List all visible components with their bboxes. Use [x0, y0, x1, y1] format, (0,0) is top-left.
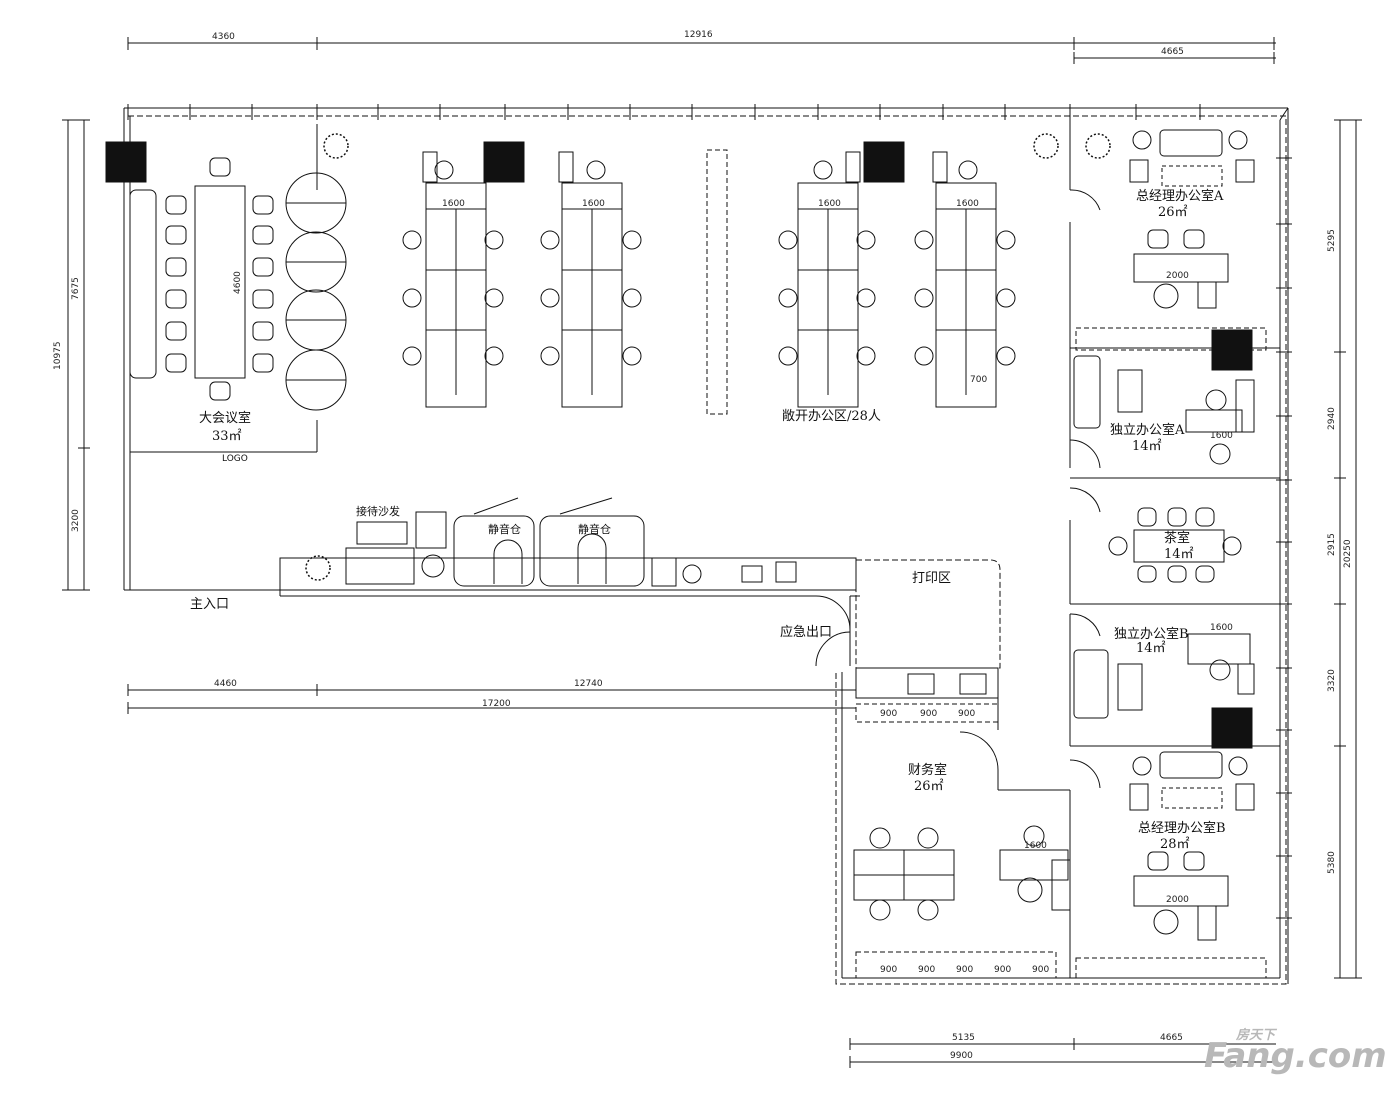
tea-room-area: 14㎡	[1164, 547, 1194, 562]
tea-room-furniture	[1108, 507, 1242, 583]
desk-label-3: 1600	[818, 199, 841, 209]
desk-label-7: 1600	[1024, 841, 1047, 851]
quiet-pod-1-label: 静音仓	[488, 523, 521, 536]
meeting-room-area: 33㎡	[212, 429, 242, 444]
meeting-room-name: 大会议室	[199, 411, 252, 426]
finance-cabinet-1: 900	[880, 965, 898, 975]
dim-right-4: 3320	[1327, 669, 1337, 692]
office-b-name: 独立办公室B	[1114, 627, 1189, 642]
watermark-logo: Fang.com	[1204, 1036, 1387, 1076]
watermark-cn: 房天下	[1236, 1028, 1276, 1043]
gm-office-a-furniture	[1129, 129, 1255, 309]
print-cabinet-3: 900	[958, 709, 976, 719]
desk-label-1: 1600	[442, 199, 465, 209]
plant-icons	[305, 133, 1111, 581]
finance-cabinet-3: 900	[956, 965, 974, 975]
emergency-exit-doors	[815, 595, 851, 667]
gm-office-a-name: 总经理办公室A	[1136, 189, 1224, 204]
left-dimension-lines	[62, 119, 90, 591]
office-b-area: 14㎡	[1136, 641, 1166, 656]
column-markers	[127, 104, 1292, 919]
gm-office-a-area: 26㎡	[1158, 205, 1188, 220]
dim-left-2: 7675	[71, 277, 81, 300]
desk-label-10: 700	[970, 375, 988, 385]
gm-office-b-name: 总经理办公室B	[1138, 821, 1226, 836]
dim-right-6: 20250	[1343, 539, 1353, 568]
outer-wall-solid	[123, 107, 1289, 984]
office-partitions	[1069, 116, 1280, 978]
dim-bottom-3: 9900	[950, 1051, 973, 1061]
finance-cabinet-2: 900	[918, 965, 936, 975]
dim-top-2: 12916	[684, 30, 713, 40]
gm-office-b-furniture	[1075, 751, 1267, 979]
desk-label-5: 1600	[1210, 431, 1233, 441]
dim-bottom-2: 4665	[1160, 1033, 1183, 1043]
quiet-pod-2-label: 静音仓	[578, 523, 611, 536]
emergency-exit-label: 应急出口	[780, 625, 833, 640]
reception-sofa-label: 接待沙发	[356, 505, 400, 518]
right-dimension-lines	[1334, 119, 1362, 979]
print-cabinet-1: 900	[880, 709, 898, 719]
print-cabinet-2: 900	[920, 709, 938, 719]
tea-room-name: 茶室	[1164, 531, 1191, 546]
logo-label: LOGO	[222, 454, 248, 464]
finance-cabinet-4: 900	[994, 965, 1012, 975]
dim-right-2: 2940	[1327, 407, 1337, 430]
desk-label-2: 1600	[582, 199, 605, 209]
dim-top-1: 4360	[212, 32, 235, 42]
office-a-area: 14㎡	[1132, 439, 1162, 454]
dim-middle-3: 17200	[482, 699, 511, 709]
workstation-clusters	[422, 141, 997, 415]
office-b-furniture	[1073, 633, 1255, 719]
dim-left-3: 3200	[71, 509, 81, 532]
desk-label-8: 2000	[1166, 271, 1189, 281]
desk-label-9: 2000	[1166, 895, 1189, 905]
middle-dimension-lines	[127, 684, 856, 714]
dim-right-1: 5295	[1327, 229, 1337, 252]
office-a-name: 独立办公室A	[1110, 423, 1185, 438]
dim-top-3: 4665	[1161, 47, 1184, 57]
table-length-label: 4600	[233, 271, 243, 294]
finance-room-name: 财务室	[908, 763, 948, 778]
print-area-label: 打印区	[912, 571, 952, 586]
meeting-chairs	[165, 157, 274, 401]
desk-label-4: 1600	[956, 199, 979, 209]
meeting-room	[105, 124, 347, 453]
dim-left-1: 10975	[53, 341, 63, 370]
finance-room-area: 26㎡	[914, 779, 944, 794]
open-office-label: 敞开办公区/28人	[782, 409, 881, 424]
dim-bottom-1: 5135	[952, 1033, 975, 1043]
conference-table	[194, 185, 246, 379]
gm-office-b-area: 28㎡	[1160, 837, 1190, 852]
dim-middle-2: 12740	[574, 679, 603, 689]
workstation-chairs	[402, 160, 1016, 366]
dim-right-5: 5380	[1327, 851, 1337, 874]
dim-middle-1: 4460	[214, 679, 237, 689]
top-dimension-lines	[127, 37, 1276, 64]
office-a-furniture	[1073, 355, 1255, 465]
finance-room	[853, 668, 1071, 979]
bottom-dimension-lines	[849, 1038, 1276, 1068]
dim-right-3: 2915	[1327, 533, 1337, 556]
outer-wall	[128, 115, 1287, 985]
desk-label-6: 1600	[1210, 623, 1233, 633]
finance-cabinet-5: 900	[1032, 965, 1050, 975]
main-entrance-label: 主入口	[190, 597, 230, 612]
